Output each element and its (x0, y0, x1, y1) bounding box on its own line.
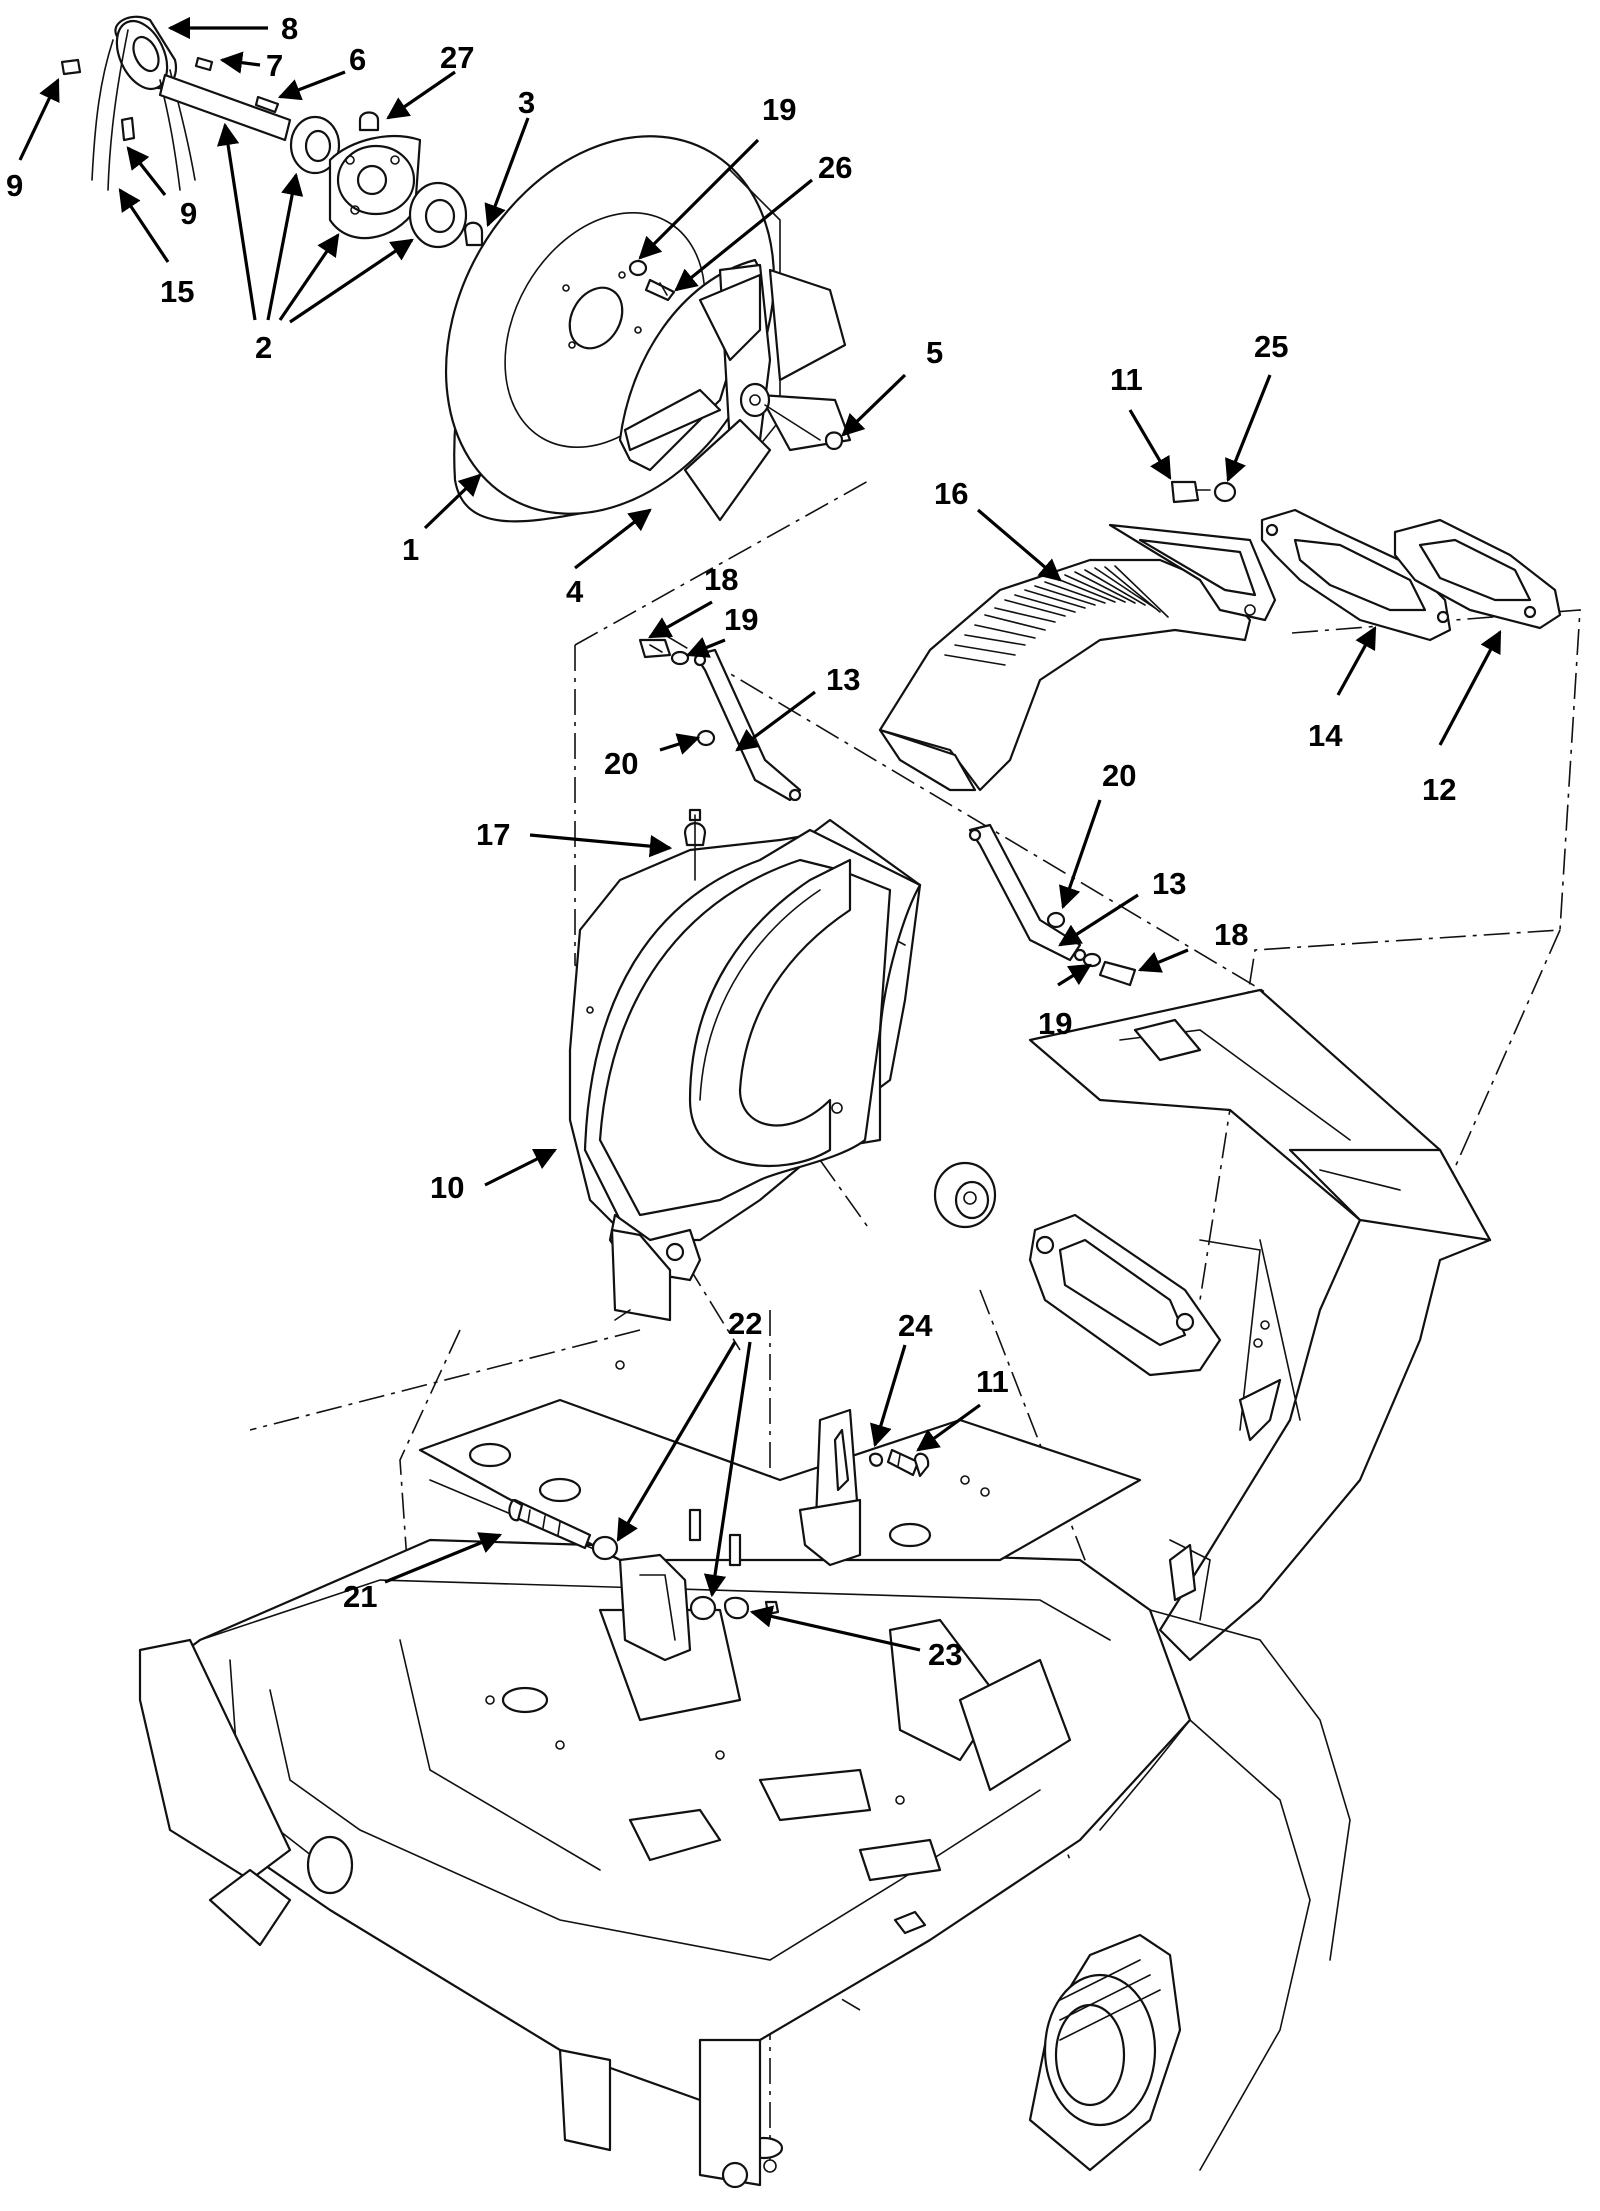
pulley-and-belt (60, 15, 196, 191)
leader-lines (18, 16, 1502, 1652)
callout-1: 1 (402, 532, 419, 567)
callout-7: 7 (266, 48, 283, 83)
callout-3: 3 (518, 85, 535, 120)
callout-19-top: 19 (762, 92, 796, 127)
callout-9-right: 9 (180, 196, 197, 231)
outlet-flange-adapter (1260, 508, 1452, 642)
callout-18-top: 18 (704, 562, 738, 597)
right-side-panel (1028, 988, 1492, 2172)
callout-13-bottom: 13 (1152, 866, 1186, 901)
blower-housing (568, 808, 922, 1322)
callout-16: 16 (934, 476, 968, 511)
impeller-back-plate (444, 135, 781, 523)
callout-26: 26 (818, 150, 852, 185)
callout-labels: 8 7 6 27 3 9 9 15 2 19 26 5 1 4 11 25 16… (6, 11, 1456, 1672)
panel-grommet (933, 1161, 997, 1229)
callout-10: 10 (430, 1170, 464, 1205)
callout-19-bottom: 19 (1038, 1006, 1072, 1041)
callout-20-right: 20 (1102, 758, 1136, 793)
bracket-hardware (638, 638, 1137, 987)
chassis-housing (138, 1360, 1192, 2189)
callout-17: 17 (476, 817, 510, 852)
drive-shaft (158, 56, 484, 249)
callout-21: 21 (343, 1579, 377, 1614)
callout-11-bottom: 11 (976, 1364, 1009, 1399)
callout-25: 25 (1254, 329, 1288, 364)
callout-27: 27 (440, 40, 474, 75)
callout-8: 8 (281, 11, 298, 46)
callout-14: 14 (1308, 718, 1343, 753)
mount-hardware (508, 1425, 930, 1662)
impeller-fan (618, 258, 852, 522)
callout-11-top: 11 (1110, 362, 1143, 397)
bracket-upper (693, 648, 802, 802)
callout-9-left: 9 (6, 168, 23, 203)
callout-22: 22 (728, 1306, 762, 1341)
outlet-fasteners (1170, 480, 1237, 504)
callout-23: 23 (928, 1637, 962, 1672)
callout-15: 15 (160, 274, 194, 309)
callout-6: 6 (349, 42, 366, 77)
callout-2: 2 (255, 330, 272, 365)
callout-24: 24 (898, 1308, 933, 1343)
callout-4: 4 (566, 574, 584, 609)
callout-12: 12 (1422, 772, 1456, 807)
outlet-flange-gasket (1393, 518, 1562, 630)
bracket-lower (968, 823, 1087, 962)
callout-5: 5 (926, 335, 943, 370)
callout-20-left: 20 (604, 746, 638, 781)
callout-18-bottom: 18 (1214, 917, 1248, 952)
callout-19-mid: 19 (724, 602, 758, 637)
callout-13-top: 13 (826, 662, 860, 697)
impeller-hardware (628, 259, 676, 302)
discharge-hose (878, 523, 1277, 792)
panel-outlet-opening (1028, 1213, 1222, 1377)
